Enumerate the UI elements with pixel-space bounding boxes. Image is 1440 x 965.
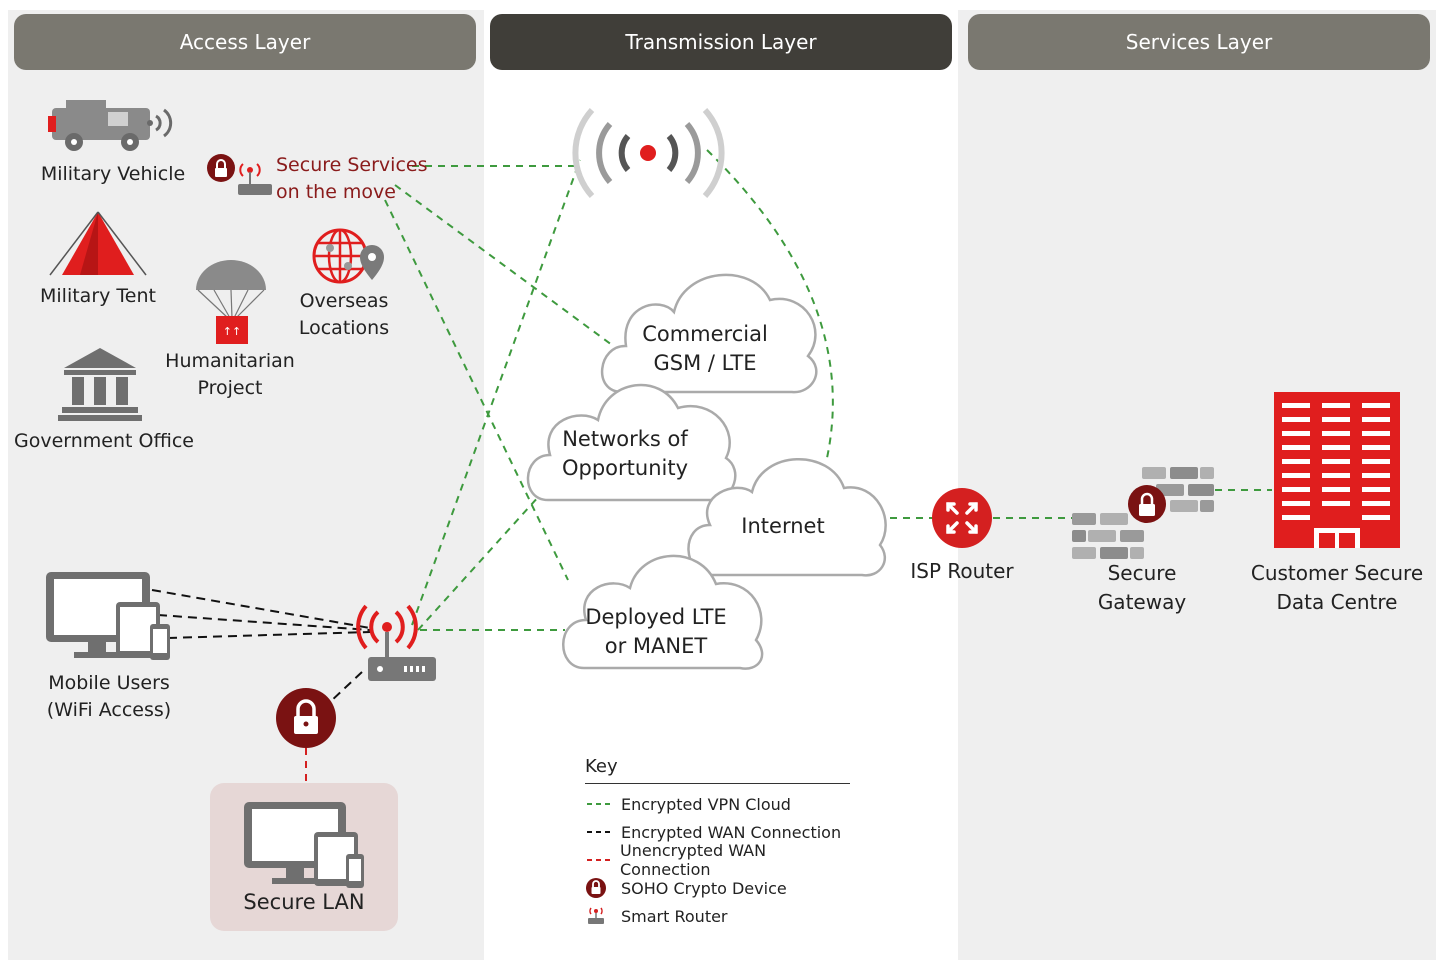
commercial-line1: Commercial (642, 322, 768, 346)
gateway-lock-icon (1128, 485, 1166, 523)
isp-router-label: ISP Router (910, 559, 1014, 583)
parachute-icon: ↑↑ (196, 260, 266, 344)
red-dash-icon (585, 857, 620, 863)
deployed-line1: Deployed LTE (585, 605, 727, 629)
secure-services-router-icon (238, 163, 272, 195)
services-layer-header: Services Layer (968, 14, 1430, 70)
commercial-cloud-label: Commercial GSM / LTE (630, 320, 780, 378)
commercial-line2: GSM / LTE (653, 351, 757, 375)
legend-item-router: Smart Router (585, 902, 855, 930)
soho-crypto-lock-icon (276, 688, 336, 748)
secure-gateway-line1: Secure (1107, 561, 1177, 585)
data-centre-line2: Data Centre (1276, 590, 1398, 614)
isp-router-icon (932, 488, 992, 548)
internet-cloud-label: Internet (741, 514, 825, 538)
vpn-links (384, 149, 1272, 631)
mobile-users-label: Mobile Users (WiFi Access) (36, 670, 182, 724)
military-tent-label: Military Tent (40, 285, 156, 307)
mobile-users-devices-icon (46, 572, 170, 660)
legend-item-vpn: Encrypted VPN Cloud (585, 790, 855, 818)
overseas-locations-label: Overseas Locations (292, 288, 396, 342)
legend-item-unencrypted-wan: Unencrypted WAN Connection (585, 841, 855, 879)
government-office-icon (58, 348, 142, 421)
clouds (526, 273, 887, 670)
legend-label: Encrypted VPN Cloud (621, 794, 791, 814)
networks-cloud-label: Networks of Opportunity (550, 425, 700, 483)
legend-title: Key (585, 756, 850, 784)
mobile-users-line2: (WiFi Access) (46, 699, 172, 721)
networks-line2: Opportunity (561, 456, 689, 480)
networks-line1: Networks of (562, 427, 688, 451)
overseas-line2: Locations (298, 317, 390, 339)
humanitarian-project-label: Humanitarian Project (160, 348, 300, 402)
data-centre-line1: Customer Secure (1250, 561, 1424, 585)
legend-label: Unencrypted WAN Connection (620, 841, 767, 879)
globe-location-icon (312, 228, 384, 284)
legend-label: Smart Router (621, 906, 728, 926)
wan-links (151, 589, 371, 703)
overseas-line1: Overseas (299, 290, 389, 312)
legend: Key Encrypted VPN Cloud Encrypted WAN Co… (585, 756, 855, 930)
firewall-icon (1072, 467, 1214, 559)
secure-services-line2: on the move (276, 181, 396, 203)
data-centre-label: Customer Secure Data Centre (1246, 559, 1428, 617)
secure-lan-label: Secure LAN (243, 890, 365, 914)
government-office-label: Government Office (14, 430, 194, 452)
military-tent-icon (49, 211, 147, 276)
legend-item-encrypted-wan: Encrypted WAN Connection (585, 818, 855, 846)
cloud-internet (687, 458, 887, 577)
secure-lan-devices-icon (244, 802, 364, 888)
lock-icon (585, 877, 621, 899)
secure-services-lock-icon (207, 154, 235, 182)
military-vehicle-label: Military Vehicle (40, 163, 186, 185)
black-dash-icon (585, 829, 621, 835)
legend-label: SOHO Crypto Device (621, 878, 787, 898)
green-dash-icon (585, 801, 621, 807)
cloud-deployed (562, 554, 764, 670)
humanitarian-line2: Project (197, 377, 263, 399)
wireless-signal-icon (572, 107, 725, 199)
data-centre-building-icon (1274, 392, 1400, 548)
military-vehicle-icon (48, 100, 173, 151)
humanitarian-line1: Humanitarian (165, 350, 295, 372)
cloud-networks (526, 383, 737, 502)
legend-item-crypto: SOHO Crypto Device (585, 874, 855, 902)
secure-gateway-line2: Gateway (1097, 590, 1187, 614)
cloud-commercial (600, 273, 818, 394)
access-router-icon (356, 604, 436, 681)
transmission-layer-header: Transmission Layer (490, 14, 952, 70)
mobile-users-line1: Mobile Users (48, 672, 170, 694)
secure-gateway-label: Secure Gateway (1082, 559, 1202, 617)
deployed-cloud-label: Deployed LTE or MANET (584, 603, 728, 661)
secure-services-line1: Secure Services (276, 154, 428, 176)
svg-text:↑↑: ↑↑ (223, 325, 241, 338)
legend-label: Encrypted WAN Connection (621, 822, 842, 842)
deployed-line2: or MANET (604, 634, 708, 658)
router-icon (585, 906, 621, 926)
secure-services-label: Secure Services on the move (276, 152, 428, 206)
access-layer-header: Access Layer (14, 14, 476, 70)
